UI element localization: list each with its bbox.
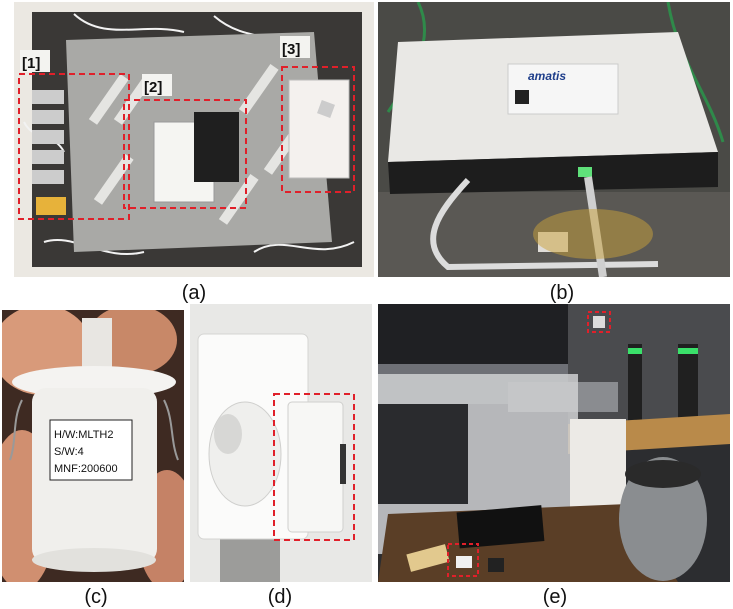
panel-b-photo: amatis — [378, 2, 730, 277]
caption-a: (a) — [181, 282, 207, 304]
caption-b: (b) — [549, 282, 575, 304]
panel-a-photo: [1] [2] [3] — [14, 2, 374, 277]
sticker-mnf: MNF:200600 — [54, 463, 118, 475]
panel-c-photo: H/W:MLTH2 S/W:4 MNF:200600 — [2, 310, 184, 582]
caption-c: (c) — [84, 586, 108, 608]
sticker-sw: S/W:4 — [54, 446, 84, 458]
caption-e: (e) — [542, 586, 568, 608]
callout-1: [1] — [22, 55, 40, 72]
panel-d-photo — [190, 304, 372, 582]
callout-3: [3] — [282, 41, 300, 58]
device-brand-label: amatis — [528, 69, 566, 83]
callout-2: [2] — [144, 79, 162, 96]
panel-e-photo — [378, 304, 730, 582]
sticker-hw: H/W:MLTH2 — [54, 429, 114, 441]
caption-d: (d) — [267, 586, 293, 608]
